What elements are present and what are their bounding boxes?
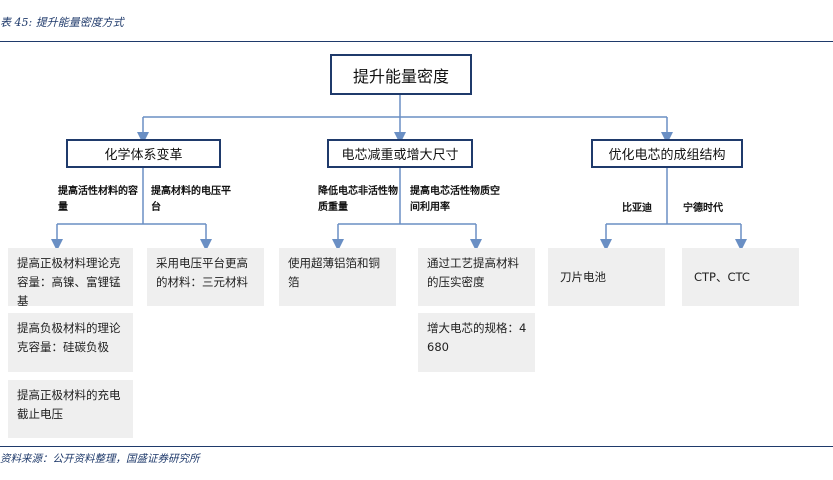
- bottom-rule: [0, 446, 833, 447]
- branch-node-pack-structure: 优化电芯的成组结构: [591, 139, 743, 168]
- card-ultrathin-foil: 使用超薄铝箔和铜箔: [279, 248, 396, 306]
- sublabel-active-capacity: 提高活性材料的容量: [58, 186, 138, 213]
- sublabel-byd: 比亚迪: [622, 203, 652, 214]
- branch-node-cell-size: 电芯减重或增大尺寸: [327, 139, 473, 168]
- sublabel-voltage-platform: 提高材料的电压平台: [151, 186, 231, 213]
- card-blade-battery: 刀片电池: [548, 248, 665, 306]
- sublabel-inactive-weight: 降低电芯非活性物质重量: [318, 186, 398, 213]
- branch-label: 优化电芯的成组结构: [608, 148, 726, 163]
- top-rule: [0, 41, 833, 42]
- root-node: 提升能量密度: [330, 54, 472, 95]
- branch-node-chemistry: 化学体系变革: [66, 139, 221, 168]
- card-anode-capacity: 提高负极材料的理论克容量：硅碳负极: [8, 313, 133, 372]
- branch-label: 电芯减重或增大尺寸: [341, 148, 459, 163]
- card-compaction-density: 通过工艺提高材料的压实密度: [418, 248, 535, 306]
- card-cathode-capacity: 提高正极材料理论克容量：高镍、富锂锰基: [8, 248, 133, 308]
- card-high-voltage-material: 采用电压平台更高的材料：三元材料: [147, 248, 264, 306]
- card-ctp-ctc: CTP、CTC: [682, 248, 799, 306]
- card-charge-cutoff-voltage: 提高正极材料的充电截止电压: [8, 380, 133, 438]
- figure-source: 资料来源：公开资料整理，国盛证券研究所: [0, 453, 200, 465]
- figure-title: 表 45: 提升能量密度方式: [0, 16, 124, 29]
- root-label: 提升能量密度: [352, 66, 449, 86]
- card-4680-format: 增大电芯的规格：4680: [418, 313, 535, 372]
- sublabel-catl: 宁德时代: [683, 203, 723, 214]
- sublabel-space-utilization: 提高电芯活性物质空间利用率: [410, 186, 500, 213]
- branch-label: 化学体系变革: [104, 148, 183, 163]
